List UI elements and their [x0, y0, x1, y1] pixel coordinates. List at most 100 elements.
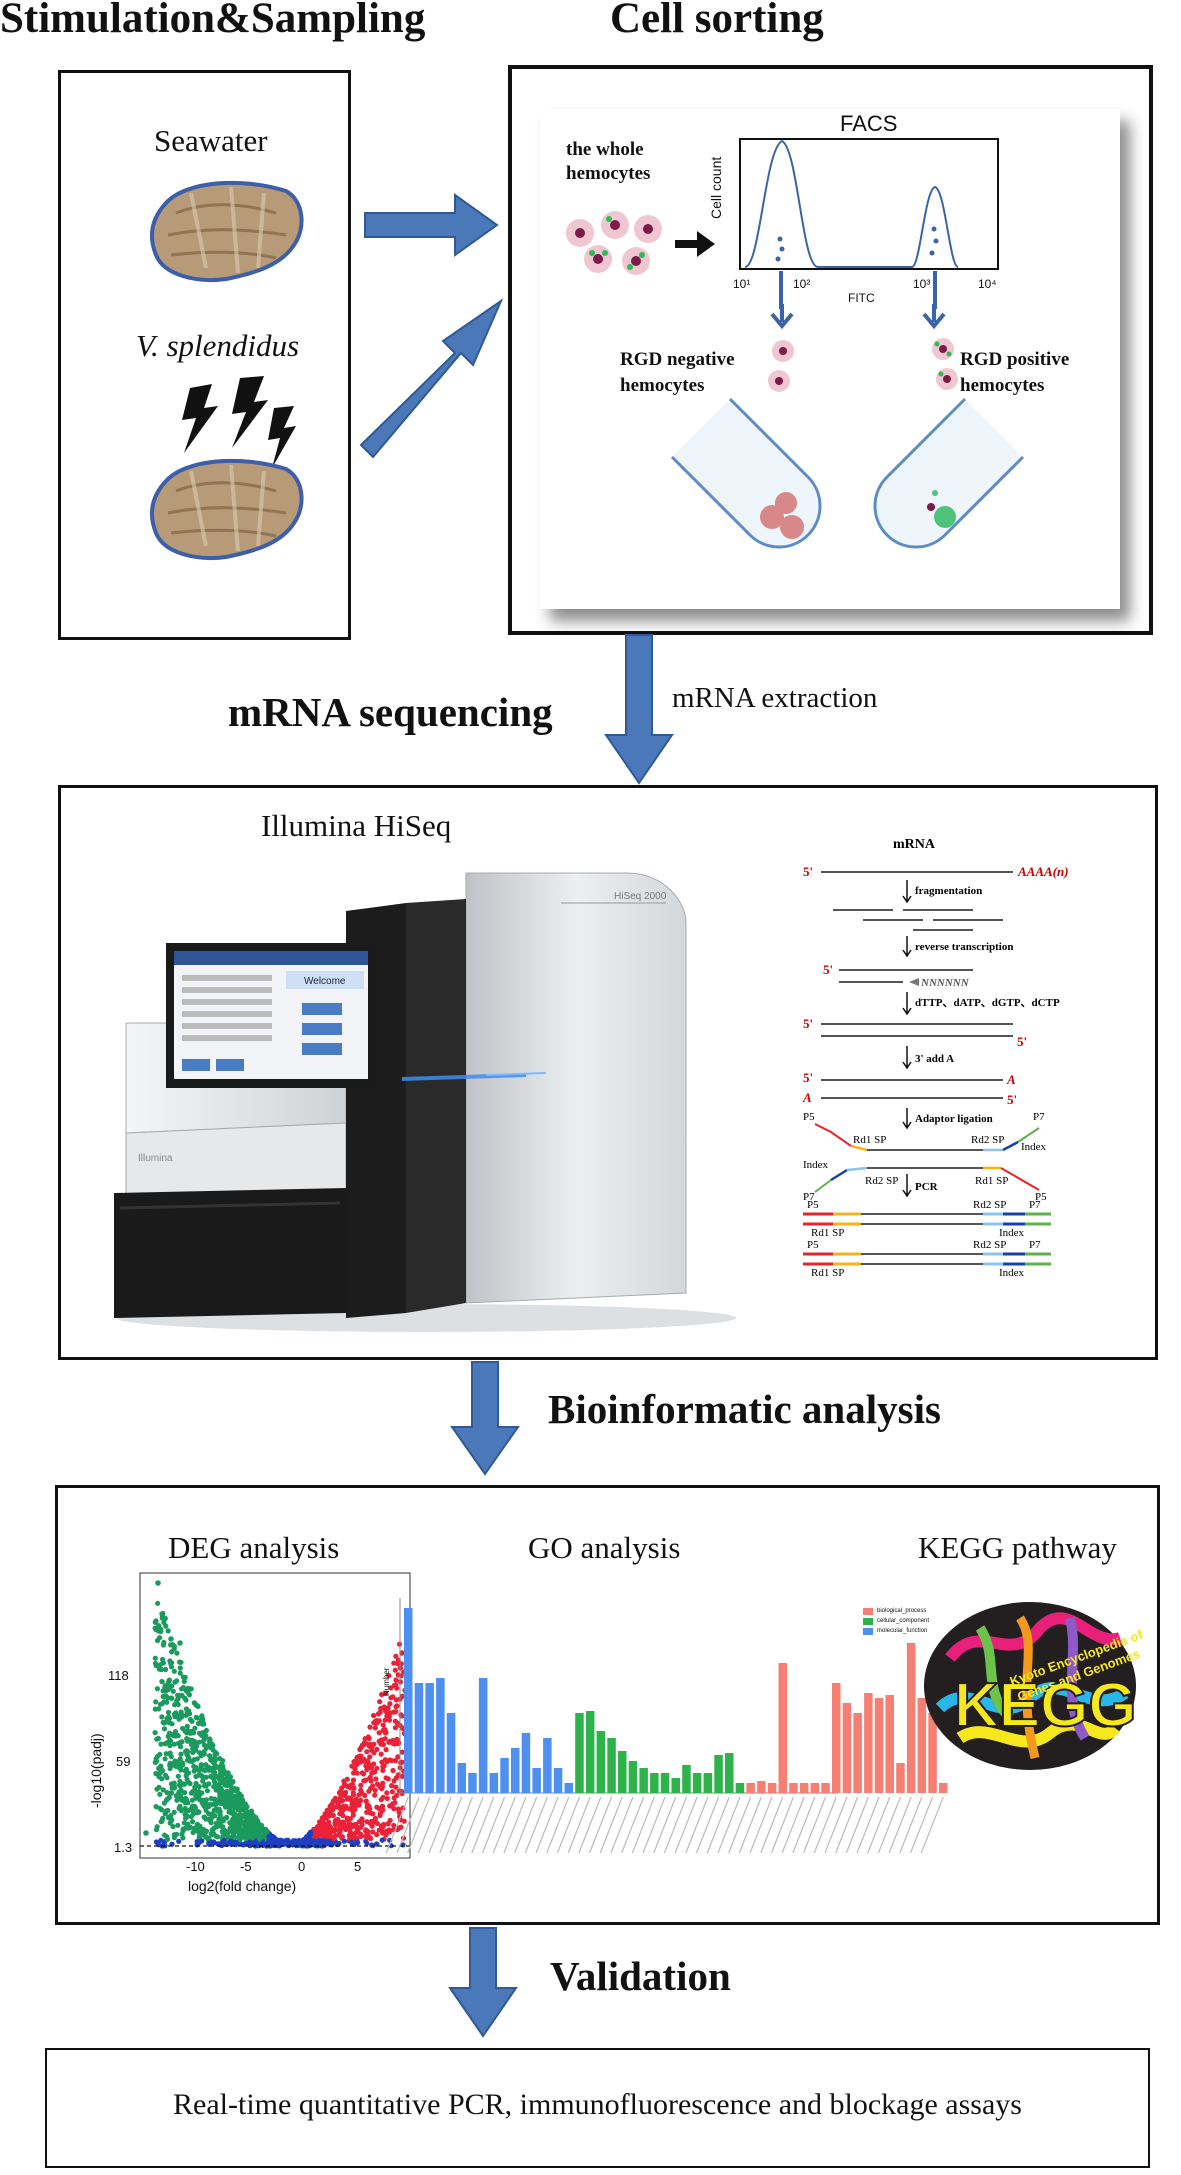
- go-tick-label: [460, 1796, 484, 1854]
- volcano-point: [177, 1640, 183, 1646]
- volcano-point: [170, 1824, 176, 1830]
- volcano-point: [178, 1751, 184, 1757]
- volcano-plot: [139, 1572, 411, 1859]
- volcano-point: [227, 1781, 233, 1787]
- volcano-point: [168, 1754, 174, 1760]
- volcano-point: [364, 1809, 370, 1815]
- go-tick-label: [567, 1796, 591, 1854]
- volcano-point: [163, 1666, 169, 1673]
- wf-index-2: Index: [803, 1159, 829, 1171]
- go-bar: [864, 1693, 873, 1793]
- volcano-point: [250, 1813, 256, 1819]
- volcano-point: [372, 1769, 378, 1775]
- wf-5prime-3: 5': [803, 1016, 813, 1031]
- go-legend-swatch-mf: [863, 1627, 873, 1635]
- go-legend-mf: molecular_function: [877, 1628, 928, 1634]
- volcano-point: [165, 1733, 171, 1739]
- volcano-point: [213, 1763, 219, 1769]
- go-bar: [917, 1698, 927, 1793]
- volcano-point: [160, 1642, 166, 1648]
- go-tick-label: [578, 1796, 602, 1854]
- volcano-point: [343, 1789, 349, 1795]
- oyster-vibrio: [149, 458, 304, 560]
- wf-a-2: A: [802, 1090, 812, 1105]
- test-tube-positive: [873, 397, 1025, 549]
- volcano-point: [369, 1821, 375, 1827]
- volcano-point: [234, 1786, 240, 1792]
- volcano-point: [379, 1740, 385, 1746]
- volcano-point: [162, 1741, 168, 1747]
- volcano-point: [336, 1828, 342, 1834]
- volcano-point: [162, 1811, 168, 1817]
- go-bar: [810, 1783, 820, 1793]
- volcano-point: [217, 1771, 224, 1777]
- wf-p5-3: P5: [807, 1199, 819, 1211]
- validation-text: Real-time quantitative PCR, immunofluore…: [173, 2088, 1022, 2121]
- volcano-point: [217, 1812, 223, 1818]
- kegg-pathway-title: KEGG pathway: [918, 1530, 1117, 1565]
- volcano-point: [385, 1821, 391, 1827]
- wf-index-3: Index: [999, 1227, 1025, 1239]
- volcano-point: [394, 1720, 400, 1726]
- go-bar: [628, 1761, 638, 1793]
- volcano-point: [159, 1679, 165, 1685]
- volcano-point: [380, 1722, 386, 1728]
- volcano-point: [164, 1834, 170, 1840]
- volcano-point: [380, 1764, 386, 1770]
- facs-tick-4: 10⁴: [978, 277, 997, 291]
- volcano-point: [220, 1816, 226, 1822]
- volcano-point: [180, 1674, 186, 1680]
- wf-p5-1: P5: [803, 1111, 815, 1123]
- volcano-point: [170, 1688, 176, 1694]
- volcano-point: [389, 1783, 395, 1789]
- volcano-point: [358, 1833, 364, 1840]
- go-tick-label: [717, 1796, 741, 1854]
- wf-p7-4: P7: [1029, 1239, 1041, 1251]
- volcano-point: [242, 1802, 248, 1808]
- rgd-positive-label-2: hemocytes: [960, 375, 1045, 396]
- bioinformatics-box: DEG analysis GO analysis KEGG pathway -l…: [55, 1485, 1160, 1925]
- go-tick-label: [813, 1796, 837, 1854]
- go-bar: [703, 1773, 713, 1793]
- volcano-point: [382, 1717, 388, 1723]
- volcano-point: [335, 1818, 341, 1824]
- go-bar: [468, 1773, 477, 1793]
- volcano-point: [387, 1701, 393, 1707]
- volcano-point: [349, 1781, 355, 1787]
- volcano-point: [365, 1828, 371, 1834]
- go-tick-label: [492, 1796, 516, 1854]
- go-tick-label: [407, 1796, 431, 1854]
- facs-x-label: FITC: [848, 291, 875, 305]
- volcano-point: [247, 1823, 254, 1830]
- go-bar: [446, 1713, 456, 1793]
- go-tick-label: [642, 1796, 666, 1854]
- go-tick-label: [546, 1796, 570, 1854]
- volcano-point: [390, 1694, 396, 1700]
- volcano-point: [161, 1619, 167, 1626]
- volcano-point: [376, 1730, 382, 1736]
- lightning-icon: [182, 376, 296, 468]
- go-bar: [746, 1783, 755, 1793]
- volcano-point: [187, 1737, 193, 1743]
- volcano-point: [237, 1837, 243, 1843]
- volcano-point: [156, 1706, 162, 1712]
- volcano-xtick-neg5: -5: [240, 1859, 252, 1874]
- volcano-point: [162, 1756, 168, 1762]
- volcano-point: [229, 1785, 235, 1791]
- volcano-point: [262, 1830, 268, 1836]
- volcano-point: [365, 1758, 371, 1764]
- volcano-point: [303, 1841, 309, 1846]
- volcano-point: [209, 1741, 215, 1747]
- volcano-point: [220, 1779, 227, 1786]
- go-tick-label: [514, 1796, 538, 1854]
- volcano-point: [153, 1699, 159, 1705]
- illumina-hiseq-label: Illumina HiSeq: [261, 808, 452, 843]
- volcano-point: [187, 1716, 193, 1723]
- volcano-point: [186, 1710, 192, 1716]
- go-tick-label: [760, 1796, 784, 1854]
- volcano-point: [183, 1748, 189, 1755]
- volcano-point: [189, 1807, 195, 1813]
- volcano-point: [203, 1797, 209, 1803]
- sort-arrows: [770, 304, 946, 330]
- volcano-point: [229, 1793, 235, 1799]
